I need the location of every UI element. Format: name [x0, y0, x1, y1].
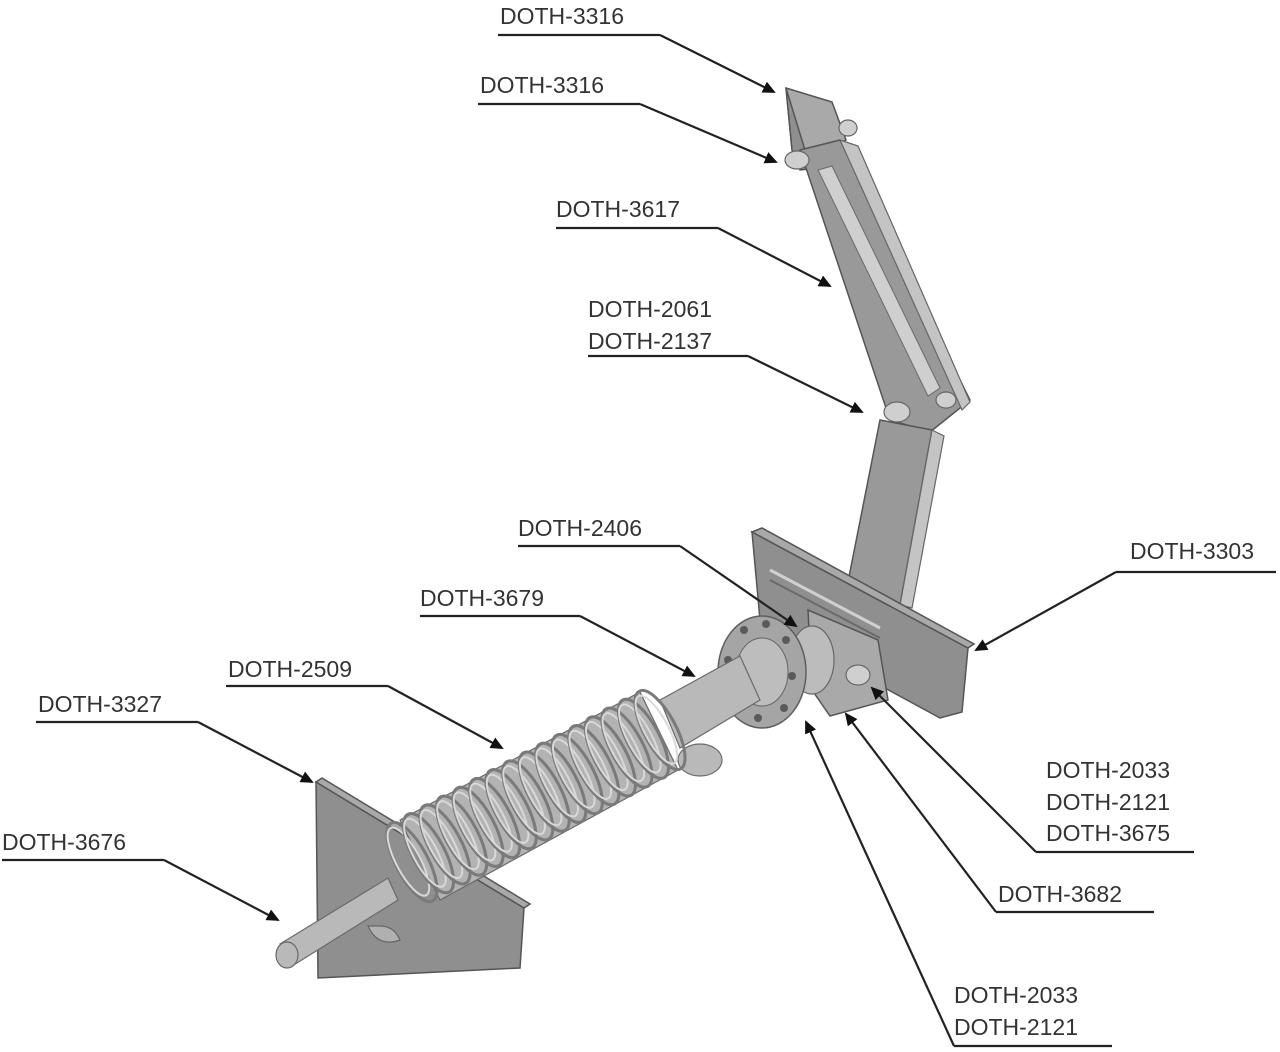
- callout-leader: [659, 34, 776, 93]
- flange-hole-7: [782, 636, 790, 644]
- right-plate-groove: [769, 568, 881, 630]
- label-plate-left: DOTH-3327: [38, 691, 162, 717]
- label-plate-right: DOTH-3303: [1130, 538, 1254, 564]
- flange-hole-1: [740, 626, 748, 634]
- spring-coil-highlight: [502, 765, 546, 836]
- flange-hole-4: [754, 714, 762, 722]
- label-hub-top: DOTH-2406: [518, 515, 642, 541]
- spring-coil-highlight: [419, 809, 464, 880]
- label-washer: DOTH-3682: [998, 881, 1122, 907]
- spring-coil: [600, 706, 654, 789]
- shaft-collar: [677, 743, 723, 777]
- upper-arm-slot: [817, 165, 941, 397]
- spring-coil: [534, 741, 588, 824]
- hub-bolt: [845, 664, 871, 686]
- spring-coil: [418, 803, 472, 886]
- right-plate-top-edge: [750, 527, 976, 649]
- label-handle: DOTH-3676: [2, 829, 126, 855]
- top-pin: [784, 150, 810, 170]
- spring-coil: [567, 724, 621, 807]
- spring-coil-highlight: [535, 747, 579, 818]
- spring-coil: [550, 732, 604, 816]
- callout-leader: [974, 571, 1117, 651]
- callout-leader: [579, 615, 696, 677]
- spring-coils: [385, 688, 687, 904]
- spring-coil: [451, 785, 505, 868]
- spring-coil-highlight: [634, 694, 679, 765]
- label-top-1: DOTH-3316: [500, 3, 624, 29]
- callout-leader: [387, 685, 504, 749]
- spring-coil: [484, 768, 538, 851]
- label-spring: DOTH-2509: [228, 656, 352, 682]
- callout-leader: [163, 859, 280, 921]
- spring-coil: [583, 715, 637, 798]
- label-top-2: DOTH-3316: [480, 72, 604, 98]
- spring-coil: [517, 750, 571, 833]
- spring-coil: [501, 759, 555, 842]
- spring-coil: [435, 794, 489, 877]
- handle-hook: [367, 925, 401, 943]
- spring-coil-highlight: [452, 791, 497, 862]
- flange-hole-6: [788, 672, 796, 680]
- spring-coil-highlight: [436, 800, 480, 871]
- label-bolt-group-right-line-1: DOTH-2033: [1046, 757, 1170, 783]
- main-shaft: [659, 655, 761, 749]
- callout-leader: [747, 355, 864, 413]
- callouts: [2, 33, 1276, 1048]
- label-shaft: DOTH-3679: [420, 585, 544, 611]
- label-bolt-group-bottom-line-2: DOTH-2121: [954, 1014, 1078, 1040]
- pivot-pin-rear: [935, 391, 957, 409]
- upper-arm-edge: [838, 138, 971, 412]
- label-pivot-line-2: DOTH-2137: [588, 328, 712, 354]
- callout-leader: [197, 721, 314, 783]
- callout-leader: [804, 720, 956, 1047]
- spring-coil: [468, 776, 522, 860]
- spring-coil-highlight: [618, 703, 662, 774]
- callout-leader: [639, 102, 778, 164]
- spring-coil: [385, 820, 439, 904]
- callout-leader: [870, 686, 1037, 853]
- handle-rod-end: [275, 941, 299, 969]
- spring-coil-highlight: [551, 738, 596, 809]
- spring-coil-highlight: [568, 729, 613, 800]
- callout-labels: DOTH-3316 DOTH-3316 DOTH-3617 DOTH-2061 …: [2, 3, 1254, 1040]
- top-pin-rear: [838, 119, 858, 137]
- spring-coil: [616, 697, 670, 780]
- callout-leader: [844, 712, 997, 913]
- spring-coil: [402, 812, 456, 895]
- spring-coil-highlight: [386, 826, 431, 897]
- label-bolt-group-right-line-3: DOTH-3675: [1046, 820, 1170, 846]
- flange-hole-5: [780, 704, 788, 712]
- callout-leader: [679, 545, 798, 628]
- assembly-drawing: [275, 86, 976, 979]
- pivot-pin: [883, 401, 911, 423]
- label-arm-upper: DOTH-3617: [556, 196, 680, 222]
- spring-coil-highlight: [601, 712, 646, 783]
- label-bolt-group-bottom-line-1: DOTH-2033: [954, 982, 1078, 1008]
- lower-arm-edge: [899, 429, 945, 609]
- spring-coil-highlight: [485, 773, 530, 844]
- spring-coil-highlight: [403, 817, 447, 888]
- right-plate-groove-2: [769, 579, 881, 639]
- flange-hole-8: [762, 620, 770, 628]
- spring-coil-highlight: [518, 756, 563, 827]
- spring-coil-highlight: [585, 721, 629, 792]
- spring-coil-highlight: [469, 782, 513, 853]
- label-pivot-line-1: DOTH-2061: [588, 296, 712, 322]
- label-bolt-group-right-line-2: DOTH-2121: [1046, 789, 1170, 815]
- spring-coil: [633, 688, 687, 772]
- callout-leader: [717, 227, 832, 287]
